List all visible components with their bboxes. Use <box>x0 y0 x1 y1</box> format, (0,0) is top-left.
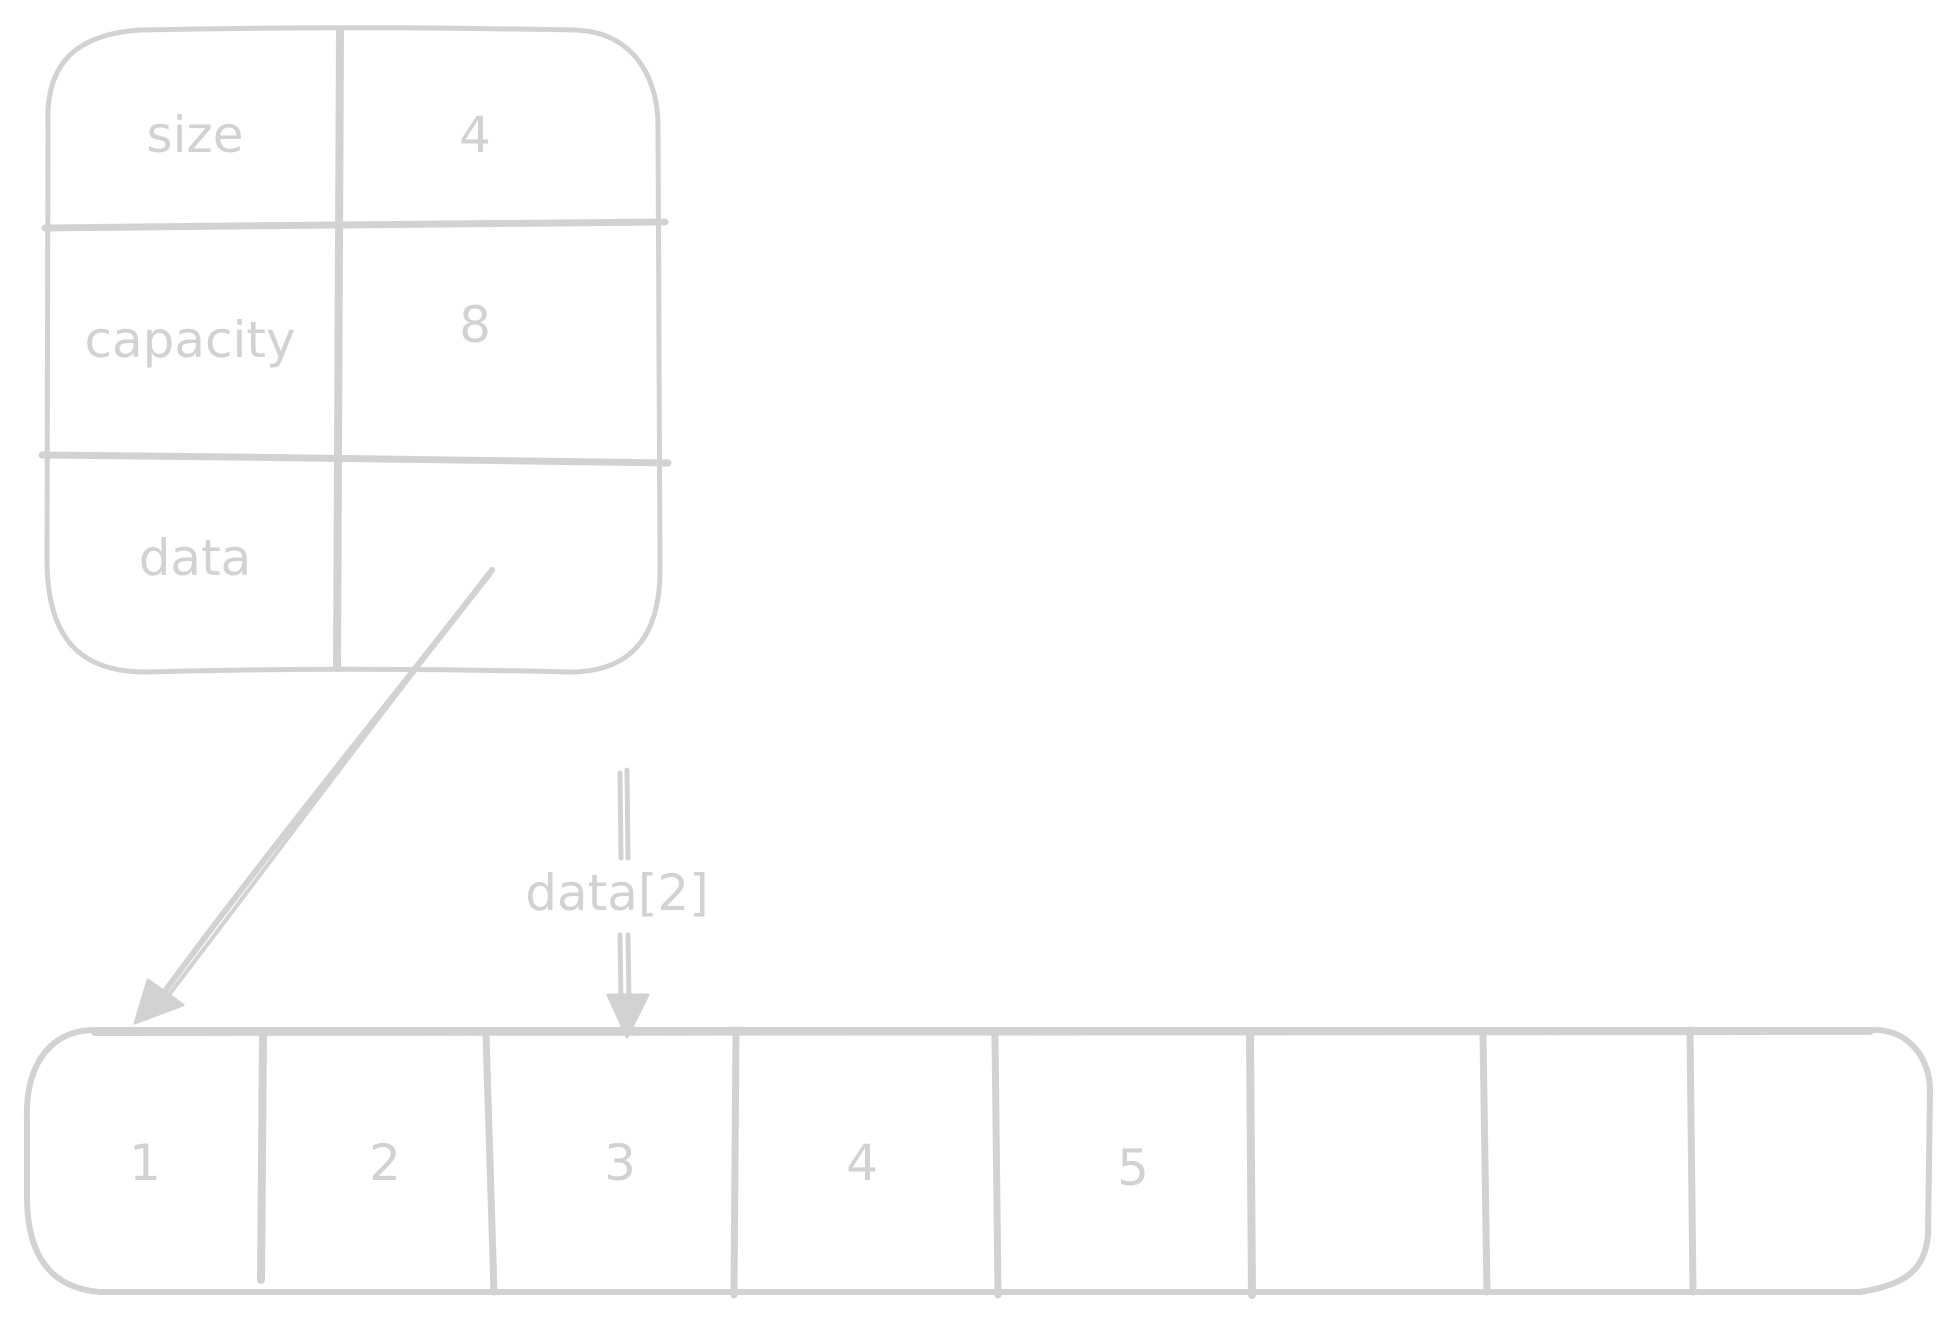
array-cell-0: 1 <box>129 1134 161 1192</box>
array-divider-3 <box>730 1026 740 1299</box>
data-pointer-shaft-echo <box>163 573 492 1002</box>
array-cell-3: 4 <box>846 1134 878 1192</box>
field-capacity-label: capacity <box>84 311 295 369</box>
struct-column-divider <box>333 26 344 672</box>
array-cell-4: 5 <box>1117 1139 1149 1197</box>
struct-row-divider-2 <box>38 451 672 467</box>
index-arrow-shaft-top <box>617 770 624 861</box>
array-divider-5 <box>1246 1031 1256 1299</box>
array-divider-1 <box>257 1031 267 1284</box>
array-divider-6 <box>1479 1031 1491 1296</box>
data-pointer-arrowhead <box>133 978 185 1025</box>
field-size-value: 4 <box>459 106 491 164</box>
field-size-label: size <box>147 106 244 164</box>
index-arrow-shaft-bottom <box>617 932 624 1003</box>
array-cell-1: 2 <box>369 1134 401 1192</box>
struct-box: size 4 capacity 8 data <box>38 25 672 675</box>
array-divider-7 <box>1686 1026 1697 1296</box>
struct-outline <box>44 25 663 675</box>
index-arrow-shaft-top-echo <box>624 767 631 861</box>
index-label: data[2] <box>525 864 708 922</box>
index-arrowhead <box>606 993 650 1039</box>
struct-row-divider-1 <box>41 218 669 232</box>
array-divider-2 <box>482 1031 498 1296</box>
array-cell-2: 3 <box>604 1134 636 1192</box>
array-outline <box>23 1026 1933 1296</box>
index-arrow-shaft-bottom-echo <box>625 932 632 1003</box>
field-capacity-value: 8 <box>459 296 491 354</box>
array-box: 1 2 3 4 5 <box>23 1026 1933 1299</box>
array-divider-4 <box>991 1031 1002 1299</box>
field-data-label: data <box>139 529 252 587</box>
array-top-edge <box>91 1027 1874 1037</box>
data-pointer-arrow <box>133 567 495 1025</box>
index-arrow: data[2] <box>525 767 709 1039</box>
